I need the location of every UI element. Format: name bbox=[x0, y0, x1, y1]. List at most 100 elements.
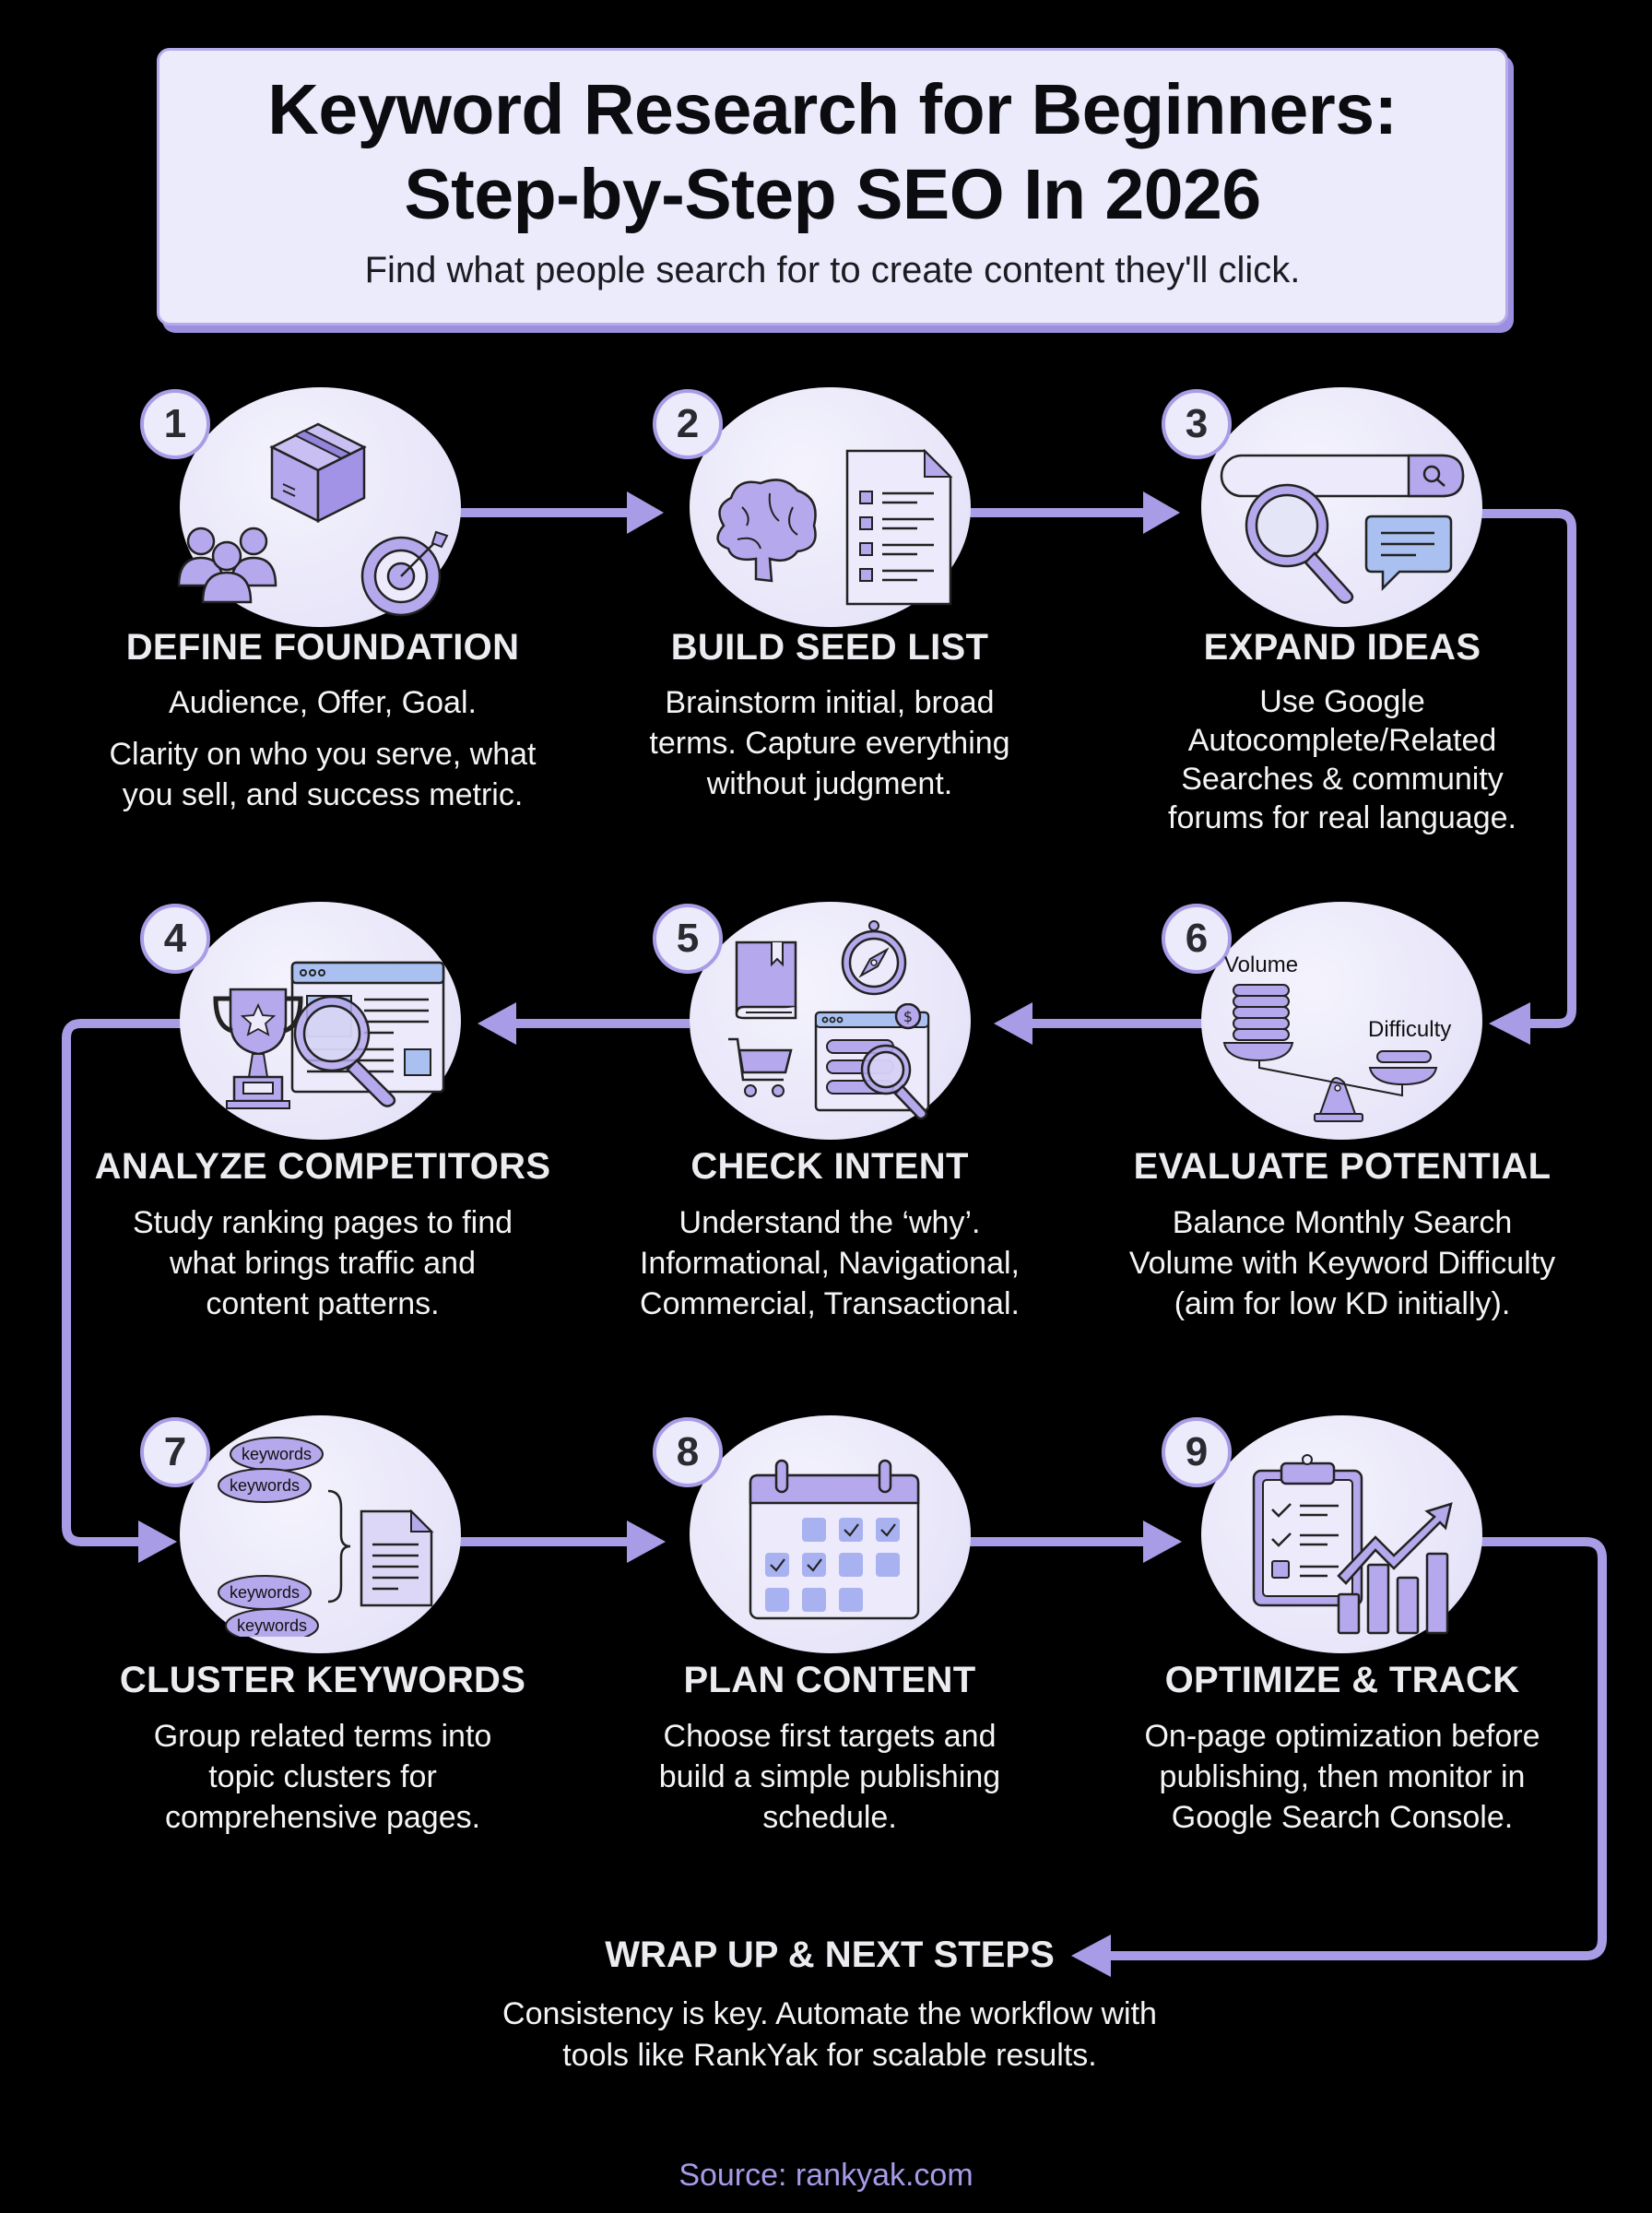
balance-scale-icon: Volume Difficulty bbox=[1222, 953, 1451, 1122]
page-title: Keyword Research for Beginners: Step-by-… bbox=[159, 67, 1505, 237]
title-line-2: Step-by-Step SEO In 2026 bbox=[404, 155, 1261, 234]
step-description: Understand the ‘why’. Informational, Nav… bbox=[590, 1202, 1069, 1324]
arrowhead-3-6 bbox=[1489, 1002, 1530, 1045]
step-6: 6 Volume Difficulty EVALUATE POTENTIAL B… bbox=[1103, 893, 1582, 1335]
desc-line: forums for real language. bbox=[1168, 800, 1516, 835]
step-description: Choose first targets and build a simple … bbox=[590, 1716, 1069, 1838]
page-subtitle: Find what people search for to create co… bbox=[364, 250, 1301, 290]
desc-line: Informational, Navigational, bbox=[639, 1246, 1020, 1281]
keyword-cloud-label: keywords bbox=[230, 1476, 300, 1495]
difficulty-label: Difficulty bbox=[1368, 1017, 1451, 1042]
desc-line: Brainstorm initial, broad bbox=[665, 685, 995, 720]
step-title: BUILD SEED LIST bbox=[670, 627, 989, 668]
step-description: On-page optimization before publishing, … bbox=[1103, 1716, 1582, 1838]
step-title: EVALUATE POTENTIAL bbox=[1133, 1146, 1552, 1187]
step-number-badge: 8 bbox=[653, 1417, 723, 1487]
arrowhead-2-3 bbox=[1143, 491, 1180, 534]
document-icon bbox=[360, 1509, 434, 1607]
step-number-badge: 2 bbox=[653, 389, 723, 459]
desc-line: Volume with Keyword Difficulty bbox=[1128, 1246, 1556, 1281]
desc-line: what brings traffic and bbox=[170, 1246, 476, 1281]
keyword-cloud-label: keywords bbox=[237, 1616, 307, 1635]
desc-line: Understand the ‘why’. bbox=[678, 1205, 981, 1240]
step-description: Brainstorm initial, broad terms. Capture… bbox=[590, 682, 1069, 804]
step-title: OPTIMIZE & TRACK bbox=[1164, 1660, 1520, 1700]
step-2: 2 BUILD SEED LIST Brainstorm initial, br… bbox=[590, 378, 1069, 821]
step-number-badge: 9 bbox=[1162, 1417, 1232, 1487]
step-5: 5 $ CHECK INTENT Understand the ‘why’. I… bbox=[590, 893, 1069, 1335]
desc-line: Clarity on who you serve, what bbox=[109, 737, 537, 772]
step-3: 3 EXPAND IDEAS Use Google Autocomplete/R… bbox=[1103, 378, 1582, 858]
compass-icon bbox=[841, 920, 907, 996]
arrowhead-4-7 bbox=[138, 1521, 177, 1563]
step-description: Audience, Offer, Goal. Clarity on who yo… bbox=[83, 682, 562, 815]
trophy-icon bbox=[213, 988, 303, 1109]
dollar-coin-icon: $ bbox=[903, 1008, 913, 1025]
arrowhead-8-9 bbox=[1143, 1521, 1182, 1563]
arrowhead-7-8 bbox=[627, 1521, 666, 1563]
desc-line: comprehensive pages. bbox=[164, 1800, 481, 1835]
step-title: ANALYZE COMPETITORS bbox=[94, 1146, 551, 1187]
title-card: Keyword Research for Beginners: Step-by-… bbox=[157, 48, 1508, 325]
desc-line: you sell, and success metric. bbox=[122, 777, 524, 812]
step-title: CHECK INTENT bbox=[690, 1146, 969, 1187]
desc-line: topic clusters for bbox=[208, 1759, 437, 1794]
desc-line: Consistency is key. Automate the workflo… bbox=[502, 1996, 1157, 2031]
package-box-icon bbox=[269, 422, 367, 524]
step-4: 4 ANALYZE COMPETITORS Study ranking page… bbox=[83, 893, 562, 1335]
desc-line: Balance Monthly Search bbox=[1172, 1205, 1513, 1240]
step-description: Balance Monthly Search Volume with Keywo… bbox=[1103, 1202, 1582, 1324]
keyword-cloud-label: keywords bbox=[242, 1445, 312, 1463]
checklist-document-icon bbox=[845, 448, 953, 606]
arrowhead-9-wrap bbox=[1071, 1935, 1111, 1977]
keyword-cloud-icon: keywords keywords keywords keywords bbox=[218, 1437, 324, 1637]
wrap-up-title: WRAP UP & NEXT STEPS bbox=[605, 1935, 1055, 1975]
desc-line: Searches & community bbox=[1181, 762, 1504, 797]
desc-line: terms. Capture everything bbox=[649, 726, 1010, 761]
volume-label: Volume bbox=[1224, 953, 1298, 977]
step-number-badge: 6 bbox=[1162, 904, 1232, 974]
step-description: Group related terms into topic clusters … bbox=[83, 1716, 562, 1838]
step-number-badge: 5 bbox=[653, 904, 723, 974]
step-1: 1 DEFINE FOUNDATION Audience, Offer, Goa… bbox=[83, 378, 562, 821]
desc-line: Google Search Console. bbox=[1171, 1800, 1514, 1835]
title-line-1: Keyword Research for Beginners: bbox=[267, 70, 1398, 149]
chat-bubble-icon bbox=[1364, 515, 1453, 592]
magnifier-icon bbox=[293, 995, 396, 1107]
grouping-brace-icon bbox=[327, 1489, 351, 1604]
desc-line: (aim for low KD initially). bbox=[1174, 1286, 1511, 1321]
desc-line: Use Google bbox=[1259, 684, 1425, 719]
keyword-cloud-label: keywords bbox=[230, 1583, 300, 1602]
step-number-badge: 3 bbox=[1162, 389, 1232, 459]
brain-icon bbox=[716, 479, 817, 583]
desc-line: On-page optimization before bbox=[1144, 1719, 1540, 1754]
desc-line: schedule. bbox=[762, 1800, 897, 1835]
audience-people-icon bbox=[177, 527, 277, 604]
arrowhead-6-5 bbox=[994, 1002, 1032, 1045]
arrowhead-5-4 bbox=[478, 1002, 516, 1045]
search-results-icon: $ bbox=[814, 1003, 930, 1120]
desc-line: Study ranking pages to find bbox=[132, 1205, 513, 1240]
wrap-up-description: Consistency is key. Automate the workflo… bbox=[424, 1994, 1235, 2077]
step-8: 8 PLAN CONTENT Choose first targets and … bbox=[590, 1406, 1069, 1849]
magnifier-icon bbox=[1245, 483, 1354, 604]
step-title: CLUSTER KEYWORDS bbox=[119, 1660, 526, 1700]
desc-line: Autocomplete/Related bbox=[1187, 723, 1497, 758]
step-description: Study ranking pages to find what brings … bbox=[83, 1202, 562, 1324]
target-dart-icon bbox=[360, 530, 449, 617]
desc-line: content patterns. bbox=[206, 1286, 440, 1321]
source-credit: Source: rankyak.com bbox=[678, 2158, 974, 2193]
desc-line: Commercial, Transactional. bbox=[640, 1286, 1020, 1321]
clipboard-checklist-icon bbox=[1252, 1454, 1363, 1607]
step-7: 7 keywords keywords keywords keywords CL… bbox=[83, 1406, 562, 1849]
shopping-cart-icon bbox=[728, 1037, 793, 1097]
calendar-icon bbox=[749, 1459, 920, 1620]
step-title: DEFINE FOUNDATION bbox=[125, 627, 520, 668]
desc-line: without judgment. bbox=[706, 766, 953, 801]
desc-line: Group related terms into bbox=[153, 1719, 492, 1754]
desc-line: tools like RankYak for scalable results. bbox=[562, 2038, 1097, 2073]
growth-chart-icon bbox=[1337, 1502, 1453, 1635]
step-9: 9 OPTIMIZE & TRACK On-page optimization … bbox=[1103, 1406, 1582, 1849]
step-number-badge: 1 bbox=[140, 389, 210, 459]
